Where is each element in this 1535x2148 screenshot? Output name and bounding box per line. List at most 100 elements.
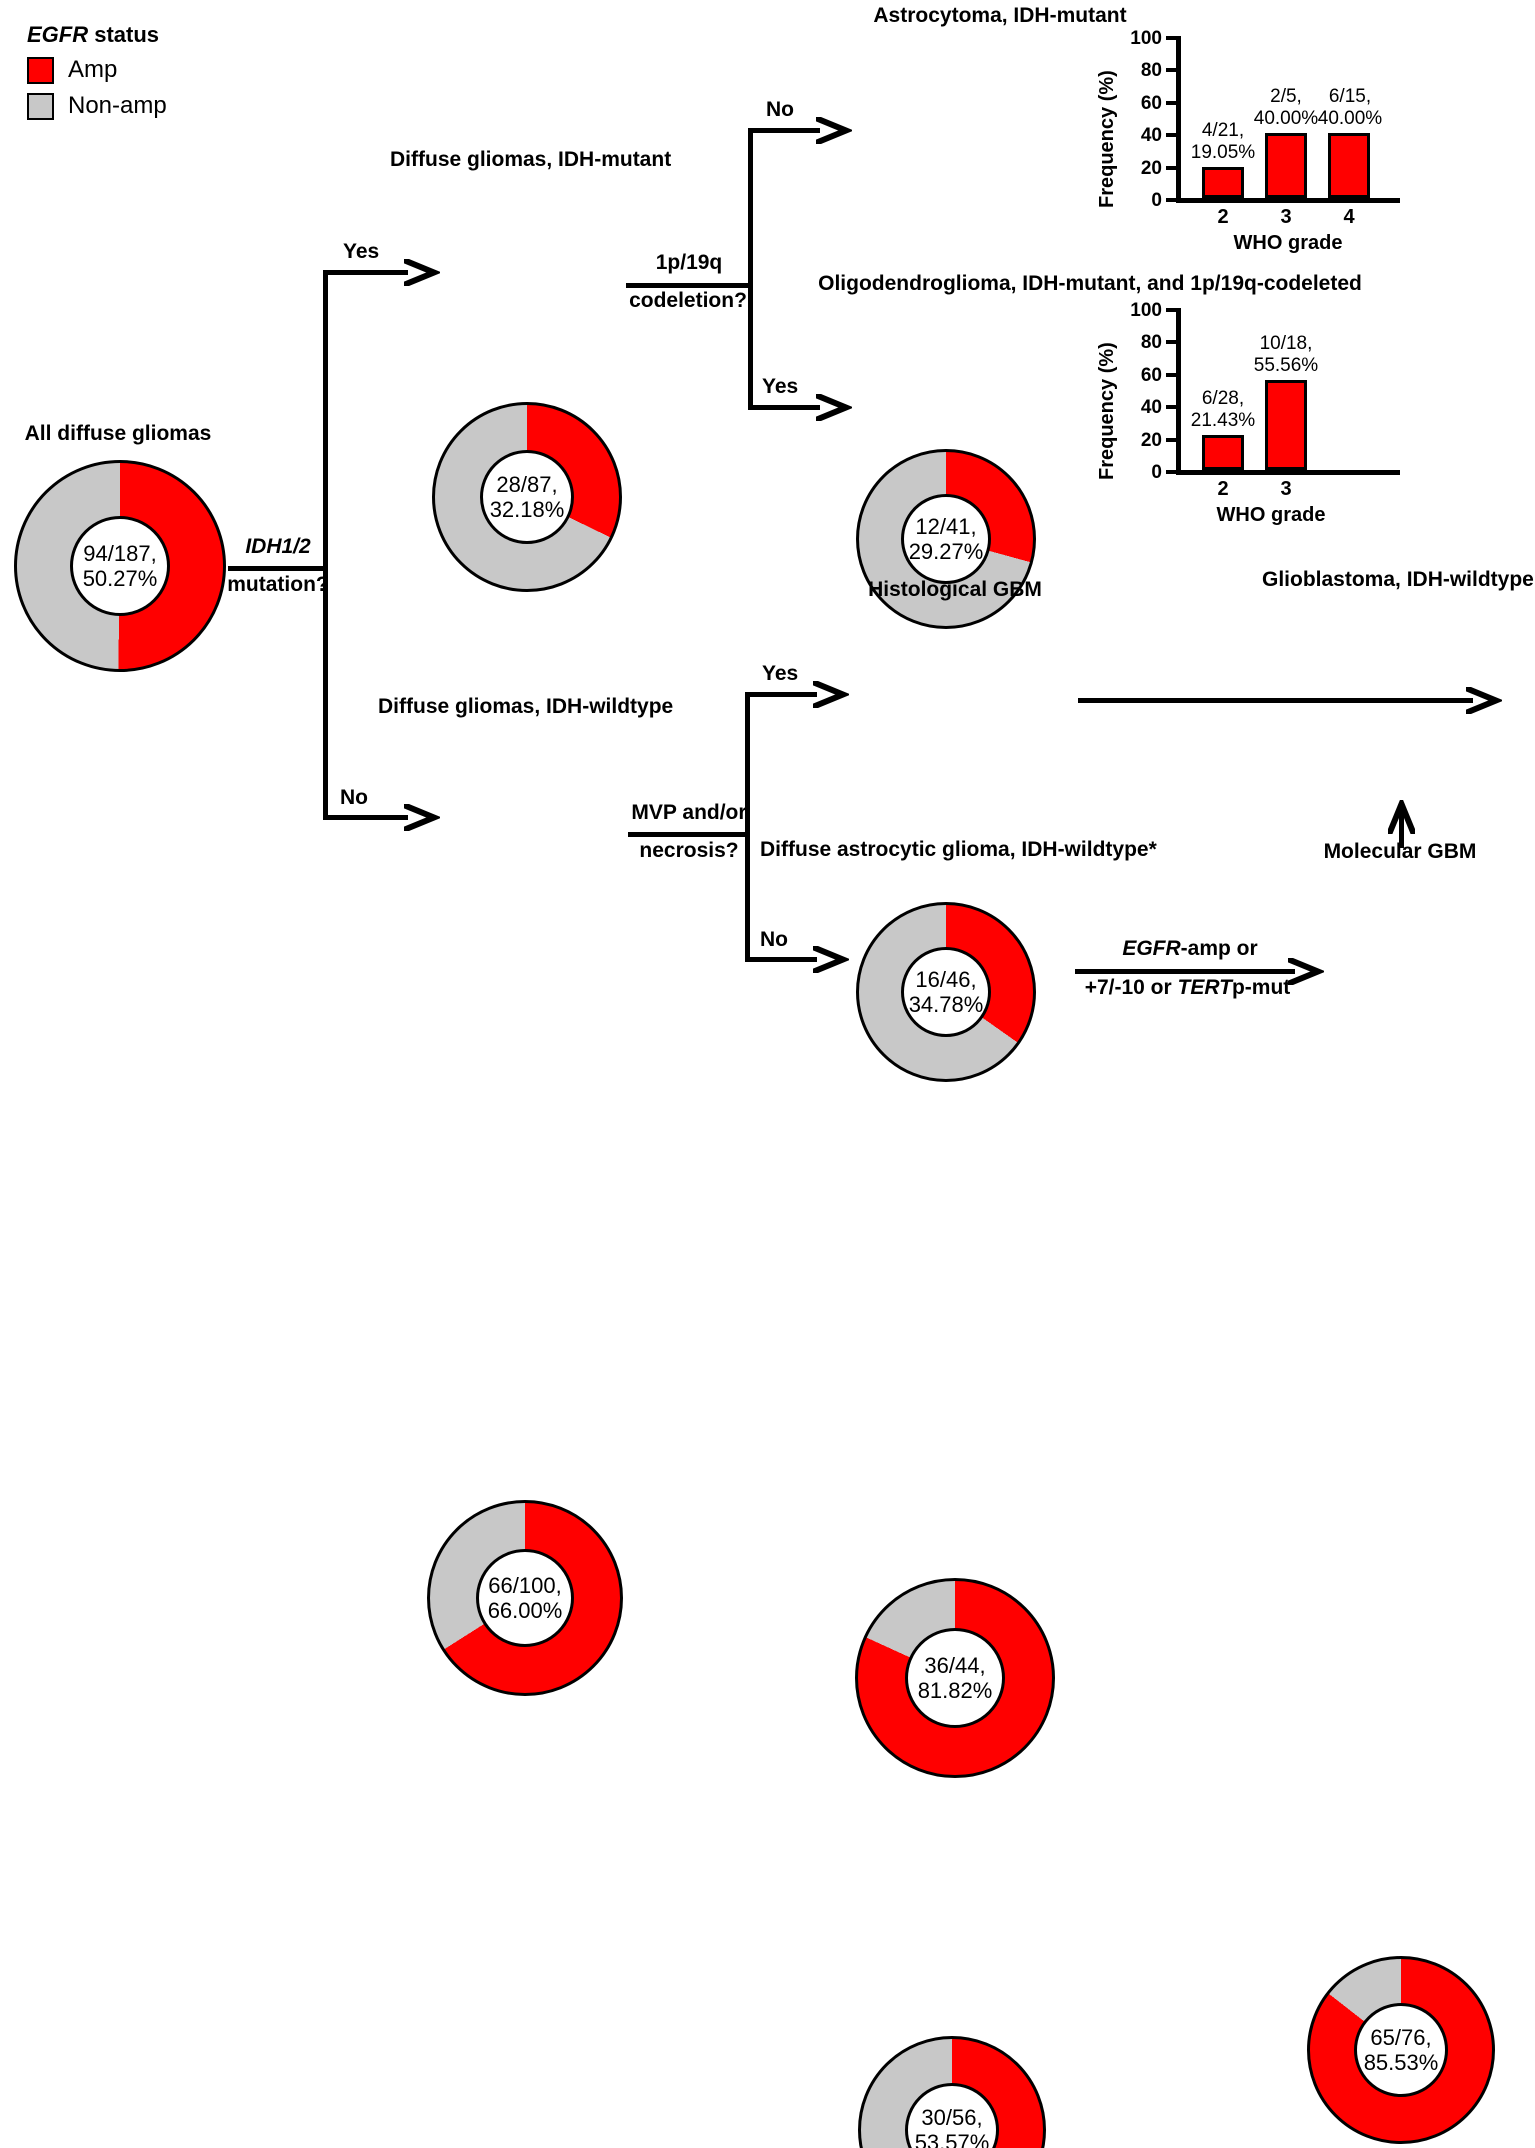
edge-arrow-codel-no-line — [748, 128, 820, 133]
bar-chart-y-tick-label: 100 — [1130, 28, 1162, 49]
bar-chart-y-tick-label: 0 — [1151, 190, 1162, 211]
edge-label-yes-codel: Yes — [762, 375, 799, 398]
donut-ratio: 28/87, — [496, 472, 558, 497]
edge-arrow-codel-yes-head — [814, 392, 854, 426]
bar-chart-x-tick-label: 4 — [1343, 206, 1355, 228]
donut-hole: 12/41, 29.27% — [901, 494, 991, 584]
bar-value-ratio: 4/21, — [1201, 120, 1245, 141]
bar-value-label: 2/5, 40.00% — [1246, 86, 1326, 130]
edge-arrow-histgbm-line — [1078, 698, 1473, 703]
edge-label-no-codel: No — [766, 98, 794, 121]
bar-value-percent: 40.00% — [1317, 108, 1383, 129]
donut-idh-mutant: 28/87, 32.18% — [432, 402, 622, 592]
donut-hole: 28/87, 32.18% — [480, 450, 574, 544]
edge-label-yes-idh: Yes — [343, 240, 380, 263]
edge-label-molecular-line1: EGFR-amp or — [1085, 936, 1295, 961]
bar-chart-y-tick-label: 20 — [1140, 430, 1162, 451]
donut-all-gliomas: 94/187, 50.27% — [14, 460, 226, 672]
donut-ratio: 16/46, — [915, 967, 977, 992]
bar-chart-y-tick-label: 100 — [1130, 300, 1162, 321]
edge-arrow-idh-no-line — [323, 815, 408, 820]
donut-hole: 94/187, 50.27% — [70, 516, 170, 616]
node-title-glioblastoma: Glioblastoma, IDH-wildtype — [1262, 568, 1534, 591]
bar-chart-y-tick — [1166, 133, 1177, 137]
edge-label-no-mvp: No — [760, 928, 788, 951]
bar-value-percent: 55.56% — [1253, 355, 1319, 376]
node-title-oligodendroglioma: Oligodendroglioma, IDH-mutant, and 1p/19… — [818, 272, 1362, 295]
edge-label-codel-line2: codeletion? — [629, 289, 747, 312]
bar-chart-y-tick — [1166, 166, 1177, 170]
edge-arrow-codel-no-head — [814, 115, 854, 149]
donut-glioblastoma: 65/76, 85.53% — [1307, 1956, 1495, 2144]
edge-label-idh: IDH1/2 — [218, 534, 338, 559]
edge-label-codel-line1: 1p/19q — [655, 251, 723, 274]
edge-arrow-mvp-no-head — [811, 944, 851, 978]
bar-chart-y-tick-label: 60 — [1140, 365, 1162, 386]
edge-split-idh — [323, 270, 328, 820]
bar-chart-x-tick-label: 2 — [1217, 206, 1229, 228]
edge-arrow-codel-yes-line — [748, 405, 820, 410]
bar-chart-y-axis — [1176, 308, 1181, 474]
node-title-astrocytoma: Astrocytoma, IDH-mutant — [873, 4, 1127, 27]
donut-idh-wildtype: 66/100, 66.00% — [427, 1500, 623, 1696]
edge-split-codel — [748, 128, 753, 410]
node-title-idh-mutant: Diffuse gliomas, IDH-mutant — [390, 148, 672, 171]
bar-chart-y-tick-label: 40 — [1140, 397, 1162, 418]
bar — [1265, 133, 1307, 198]
edge-label-molecular-gene: EGFR — [1122, 937, 1181, 960]
edge-split-mvp — [745, 692, 750, 962]
bar-chart-y-tick — [1166, 308, 1177, 312]
legend: EGFR status Amp Non-amp — [27, 22, 167, 120]
edge-arrow-molgbm-line — [1399, 808, 1404, 848]
node-title-diffuse-astro: Diffuse astrocytic glioma, IDH-wildtype* — [760, 838, 1157, 861]
bar-value-label: 4/21, 19.05% — [1185, 120, 1261, 164]
donut-ring — [856, 449, 1036, 629]
legend-item-nonamp: Non-amp — [27, 92, 167, 120]
edge-arrow-idh-yes-line — [323, 270, 408, 275]
bar-value-label: 6/28, 21.43% — [1185, 388, 1261, 432]
bar-chart-x-axis — [1176, 470, 1400, 475]
node-title-idh-wildtype: Diffuse gliomas, IDH-wildtype — [378, 695, 674, 718]
bar-chart-y-tick — [1166, 438, 1177, 442]
bar — [1328, 133, 1370, 198]
legend-title-gene: EGFR — [27, 22, 89, 47]
edge-label-mvp-line1: MVP and/or — [631, 801, 747, 824]
bar-chart-y-tick — [1166, 101, 1177, 105]
edge-label-no-idh: No — [340, 786, 368, 809]
bar-chart-y-tick — [1166, 36, 1177, 40]
edge-line-molecular — [1075, 969, 1295, 974]
bar-chart-y-tick-label: 0 — [1151, 462, 1162, 483]
edge-arrow-idh-yes-head — [402, 257, 442, 291]
donut-ratio: 65/76, — [1370, 2025, 1432, 2050]
bar-chart-x-tick-label: 3 — [1280, 206, 1292, 228]
bar-chart-y-tick — [1166, 340, 1177, 344]
edge-line-codel — [626, 283, 750, 288]
donut-ratio: 36/44, — [924, 1653, 986, 1678]
bar-chart-y-tick-label: 80 — [1140, 60, 1162, 81]
donut-oligodendroglioma: 16/46, 34.78% — [856, 902, 1036, 1082]
bar-chart-y-tick-label: 20 — [1140, 158, 1162, 179]
edge-label-molecular-gene2: TERT — [1177, 976, 1232, 999]
edge-label-molecular-rest: -amp or — [1180, 937, 1258, 960]
donut-hole: 36/44, 81.82% — [905, 1628, 1005, 1728]
donut-percent: 34.78% — [908, 992, 984, 1017]
bar-value-label: 6/15, 40.00% — [1314, 86, 1386, 130]
bar-value-percent: 21.43% — [1190, 410, 1256, 431]
bar-chart-y-tick — [1166, 373, 1177, 377]
donut-percent: 85.53% — [1363, 2050, 1439, 2075]
bar-value-label: 10/18, 55.56% — [1242, 333, 1330, 377]
bar-chart-y-tick — [1166, 470, 1177, 474]
edge-label-molecular-suffix: p-mut — [1231, 976, 1291, 999]
donut-percent: 66.00% — [487, 1598, 563, 1623]
legend-swatch-nonamp — [27, 92, 54, 120]
edge-arrow-histgbm-head — [1464, 685, 1504, 719]
edge-label-yes-mvp: Yes — [762, 662, 799, 685]
legend-item-amp: Amp — [27, 56, 167, 84]
edge-label-mvp-line2: necrosis? — [639, 839, 739, 862]
node-label-molecular-gbm: Molecular GBM — [1323, 840, 1477, 863]
edge-arrow-molgbm-head — [1386, 796, 1417, 839]
bar-chart-x-label: WHO grade — [1233, 232, 1343, 254]
node-title-histological-gbm: Histological GBM — [868, 578, 1042, 601]
bar-value-ratio: 2/5, — [1270, 86, 1302, 107]
bar-chart-y-tick-label: 60 — [1140, 93, 1162, 114]
